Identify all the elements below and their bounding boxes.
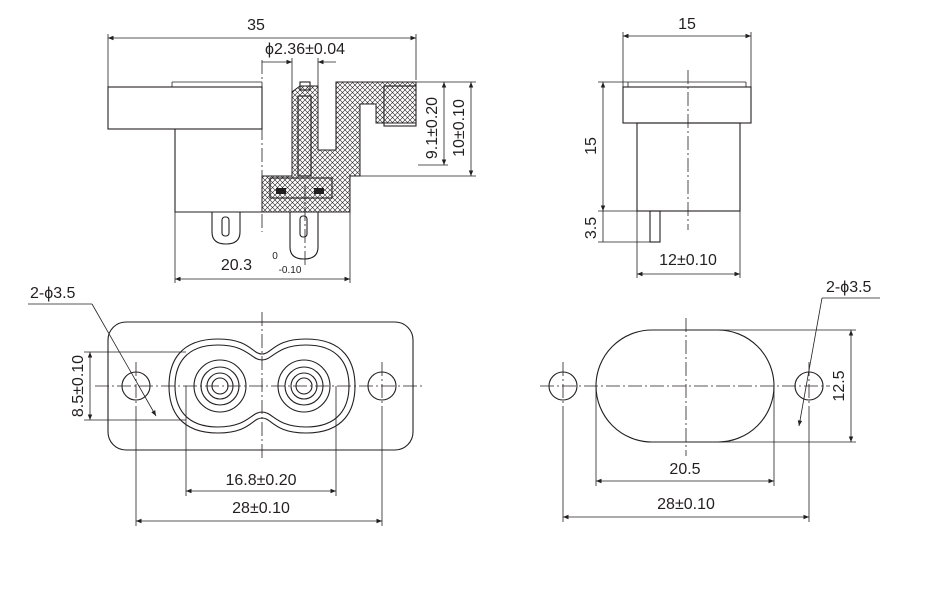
- dim-side-width: 15: [622, 16, 752, 87]
- label-side-height: 15: [583, 137, 600, 155]
- contact-left: [276, 188, 286, 194]
- label-side-width: 15: [678, 16, 696, 33]
- label-top-width: 35: [247, 17, 265, 34]
- side-view: [622, 70, 752, 243]
- dim-front-left-mount: 28±0.10: [135, 410, 383, 526]
- label-pin-diameter: ϕ2.36±0.04: [265, 41, 345, 58]
- dim-front-right-mount: 28±0.10: [562, 410, 810, 522]
- dim-front-left-pitch: 16.8±0.20: [185, 386, 337, 496]
- section-flange: [107, 86, 263, 130]
- dim-side-base: 12±0.10: [636, 211, 741, 278]
- front-view-left: [95, 312, 425, 460]
- side-flange: [622, 86, 752, 124]
- dim-front-right-height: 12.5: [686, 329, 856, 443]
- dim-front-right-holes: 2-ϕ3.5: [797, 279, 880, 427]
- dim-right-heights: 9.1±0.20 10±0.10: [350, 81, 476, 177]
- hatched-insulator: [261, 81, 417, 213]
- section-view: [107, 60, 417, 283]
- dim-front-left-holes: 2-ϕ3.5: [28, 285, 157, 417]
- section-body: [174, 129, 262, 213]
- dim-front-right-width: 20.5: [595, 386, 775, 486]
- label-body-width-lower: -0.10: [279, 265, 302, 276]
- dim-front-left-height: 8.5±0.10: [70, 351, 186, 421]
- label-front-right-holes: 2-ϕ3.5: [826, 279, 872, 296]
- front-view-right: [540, 318, 830, 456]
- left-terminal: [211, 212, 241, 245]
- label-overall-height: 10±0.10: [451, 99, 468, 157]
- label-front-left-pitch: 16.8±0.20: [225, 472, 296, 489]
- dim-35: 35: [107, 17, 417, 87]
- label-front-left-mount: 28±0.10: [232, 500, 290, 517]
- dim-pin-diameter: ϕ2.36±0.04: [262, 41, 345, 96]
- side-body: [636, 122, 741, 212]
- right-terminal: [289, 212, 319, 260]
- side-pin: [649, 210, 661, 243]
- label-front-right-height: 12.5: [831, 370, 848, 401]
- label-body-width: 20.3: [221, 257, 252, 274]
- label-front-right-width: 20.5: [669, 461, 700, 478]
- label-front-right-mount: 28±0.10: [657, 496, 715, 513]
- label-front-left-height: 8.5±0.10: [70, 355, 87, 417]
- label-side-pin-length: 3.5: [583, 217, 600, 239]
- socket-outline: [168, 338, 356, 434]
- label-body-width-upper: 0: [272, 251, 278, 262]
- dim-body-width: 20.3 0 -0.10: [175, 251, 350, 282]
- label-side-base: 12±0.10: [659, 252, 717, 269]
- contact-right: [314, 188, 324, 194]
- dim-side-heights: 15 3.5: [583, 81, 650, 243]
- label-flange-height: 9.1±0.20: [424, 97, 441, 159]
- label-front-left-holes: 2-ϕ3.5: [30, 285, 76, 302]
